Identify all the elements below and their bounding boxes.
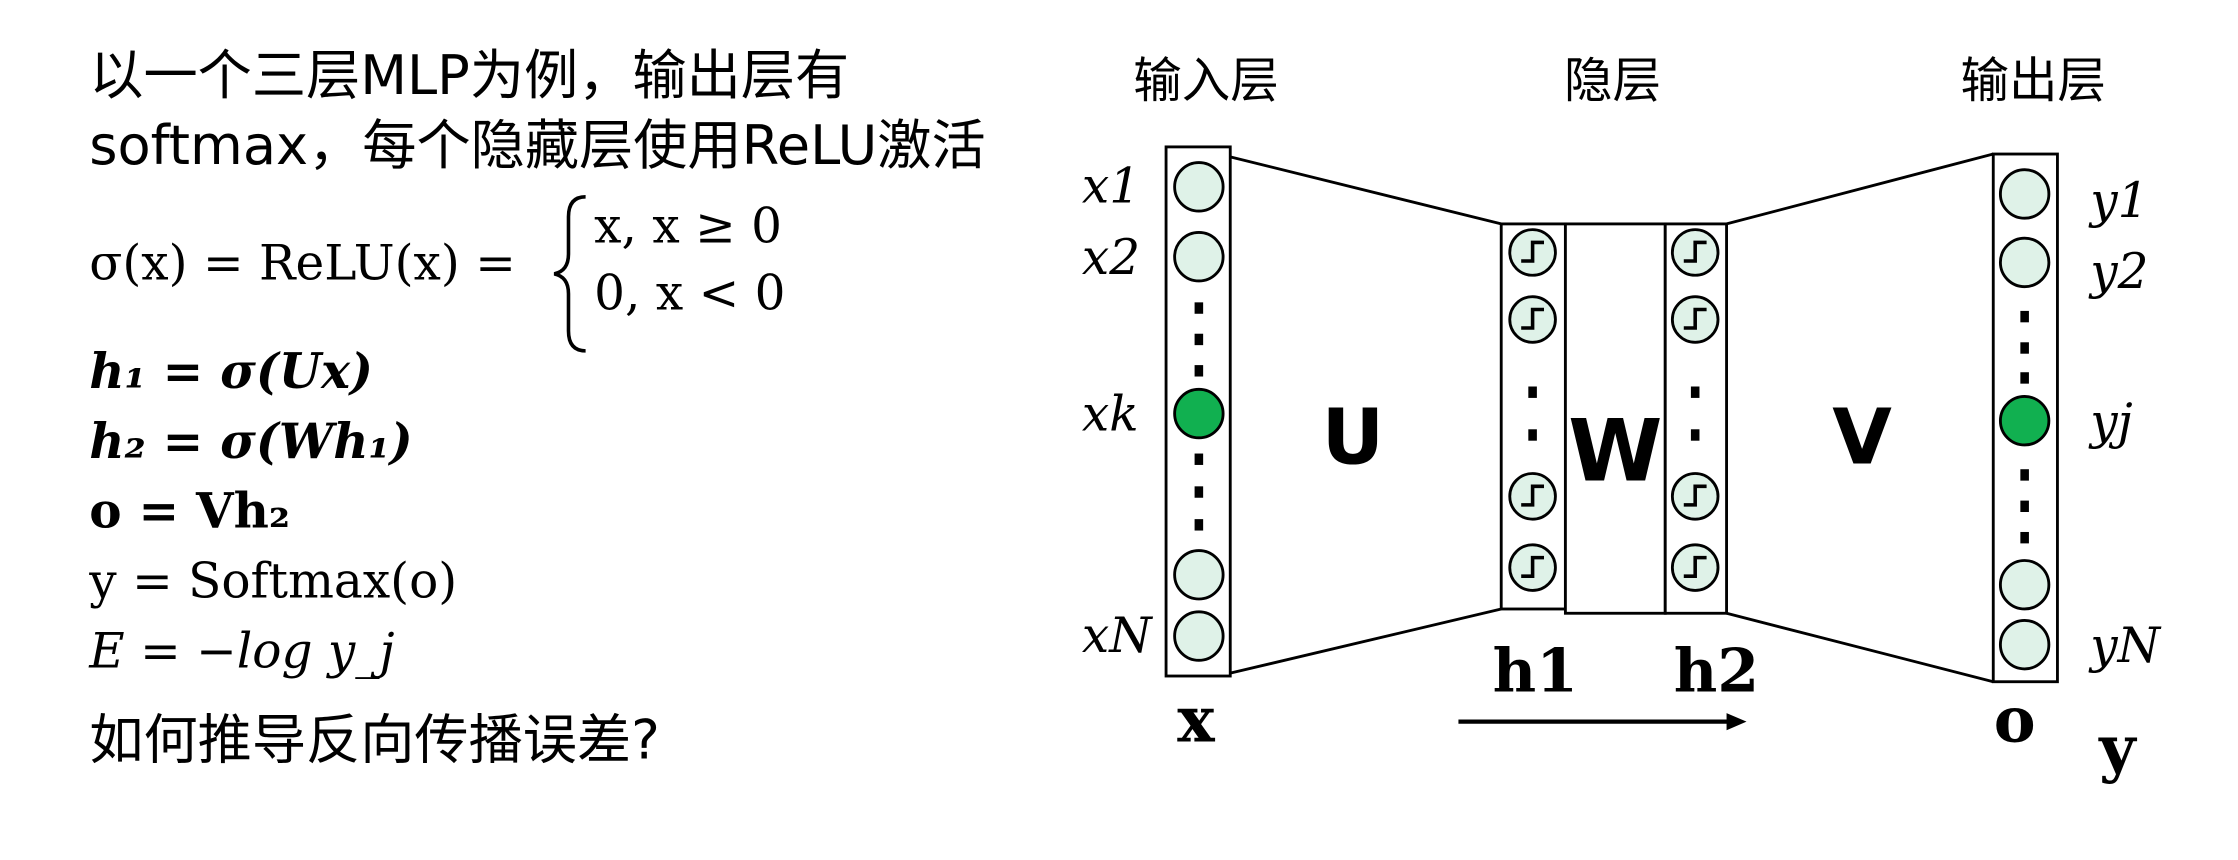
step-activation-icon (1683, 307, 1707, 330)
connector (1726, 152, 1994, 226)
output-node (1998, 168, 2051, 220)
mlp-diagram: 输入层 隐层 输出层 x1 x2 xk xN y1 y2 yj yN U W V (1082, 53, 2162, 785)
output-node (1998, 559, 2051, 611)
ellipsis-dot (2020, 342, 2029, 354)
input-node (1173, 161, 1225, 213)
relu-case-negative: 0, x < 0 (594, 265, 785, 321)
step-activation-icon (1521, 307, 1545, 330)
vector-o-label: o (1994, 683, 2036, 757)
connector (1726, 611, 1994, 684)
output-node (1998, 236, 2051, 289)
ellipsis-dot (1194, 365, 1204, 377)
vector-x-label: x (1177, 683, 1215, 757)
intro-line-1: 以一个三层MLP为例，输出层有 (89, 44, 849, 107)
ellipsis-dot (1194, 453, 1204, 465)
label-xN: xN (1082, 608, 1153, 664)
equation-h1: h₁ = σ(Ux) (89, 343, 373, 400)
header-input-layer: 输入层 (1133, 53, 1278, 109)
ellipsis-dot (2020, 500, 2029, 513)
step-activation-icon (1683, 240, 1707, 263)
equation-h2: h₂ = σ(Wh₁) (89, 413, 412, 470)
ellipsis-dot (1194, 519, 1204, 531)
step-activation-icon (1683, 484, 1707, 507)
step-activation-icon (1521, 484, 1545, 507)
intro-line-2: softmax，每个隐藏层使用ReLU激活 (89, 114, 985, 177)
output-node (1998, 618, 2051, 671)
connector (1229, 607, 1502, 675)
header-output-layer: 输出层 (1960, 53, 2105, 109)
label-yN: yN (2088, 618, 2161, 674)
brace (553, 195, 586, 353)
vector-h1-label: h1 (1493, 637, 1578, 707)
ellipsis-dot (1194, 302, 1204, 314)
input-node (1173, 231, 1225, 283)
weight-V-label: V (1832, 394, 1892, 483)
ellipsis-dot (1690, 386, 1700, 398)
step-activation-icon (1521, 555, 1545, 578)
ellipsis-dot (2020, 310, 2029, 323)
ellipsis-dot (2020, 469, 2029, 481)
label-x1: x1 (1082, 159, 1140, 215)
question: 如何推导反向传播误差? (89, 709, 660, 772)
ellipsis-dot (2020, 372, 2029, 384)
weight-U-label: U (1322, 394, 1385, 483)
step-activation-icon (1521, 240, 1545, 263)
step-activation-icon (1683, 555, 1707, 578)
vector-y-label: y (2098, 711, 2137, 785)
label-yj: yj (2088, 394, 2132, 450)
label-y1: y1 (2088, 173, 2148, 229)
ellipsis-dot (1194, 333, 1204, 346)
label-y2: y2 (2088, 244, 2148, 300)
ellipsis-dot (2020, 531, 2029, 544)
equation-E: E = −log y_j (88, 623, 394, 679)
output-node-active (1998, 395, 2051, 447)
relu-definition: σ(x) = ReLU(x) = (89, 236, 516, 292)
connector (1229, 155, 1502, 226)
relu-case-positive: x, x ≥ 0 (594, 198, 782, 254)
forward-arrow (1458, 713, 1747, 731)
header-hidden-layer: 隐层 (1564, 53, 1661, 109)
label-x2: x2 (1082, 230, 1140, 286)
input-node-active (1173, 387, 1225, 440)
weight-W-label: W (1568, 403, 1662, 502)
input-node (1173, 549, 1225, 601)
vector-h2-label: h2 (1674, 637, 1759, 707)
label-xk: xk (1082, 387, 1139, 443)
equation-o: o = Vh₂ (89, 483, 290, 540)
ellipsis-dot (1528, 386, 1537, 398)
ellipsis-dot (1690, 429, 1700, 441)
ellipsis-dot (1528, 429, 1537, 441)
ellipsis-dot (1194, 486, 1204, 498)
weight-W-box (1563, 222, 1667, 615)
equation-y: y = Softmax(o) (88, 554, 457, 610)
input-node (1173, 610, 1225, 662)
text-panel: 以一个三层MLP为例，输出层有 softmax，每个隐藏层使用ReLU激活 σ(… (88, 44, 985, 772)
